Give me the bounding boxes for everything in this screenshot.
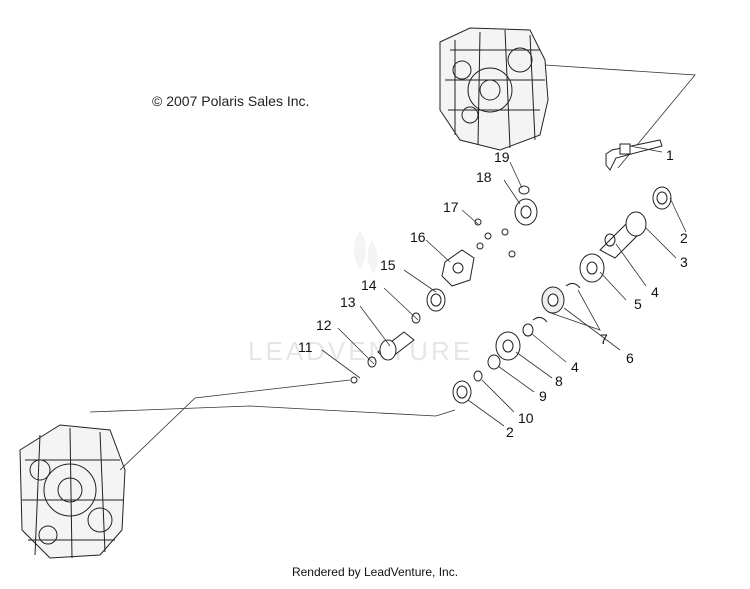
case-leader-lines xyxy=(89,64,696,471)
callout-4-lower: 4 xyxy=(571,359,579,375)
part-3-gear-shaft xyxy=(599,211,647,259)
callout-leaders xyxy=(321,161,687,427)
callout-2-lower: 2 xyxy=(506,424,514,440)
callout-18: 18 xyxy=(476,169,492,185)
part-9-washer xyxy=(487,354,501,370)
render-credit: Rendered by LeadVenture, Inc. xyxy=(291,565,459,579)
callout-16: 16 xyxy=(410,229,426,245)
callout-5: 5 xyxy=(634,296,642,312)
part-16-plate xyxy=(441,249,475,287)
part-19-ring xyxy=(518,185,530,195)
callout-4-upper: 4 xyxy=(651,284,659,300)
callout-13: 13 xyxy=(340,294,356,310)
part-10-ring xyxy=(473,370,483,382)
callout-2-upper: 2 xyxy=(680,230,688,246)
part-2-bearing-lower xyxy=(452,380,472,404)
callout-1: 1 xyxy=(666,147,674,163)
callout-6: 6 xyxy=(626,350,634,366)
callout-14: 14 xyxy=(361,277,377,293)
part-8-gear xyxy=(495,331,521,361)
part-11-pin xyxy=(350,376,358,384)
callout-19: 19 xyxy=(494,149,510,165)
copyright-notice: © 2007 Polaris Sales Inc. xyxy=(152,93,310,109)
callout-7: 7 xyxy=(600,331,608,347)
lower-transmission-case xyxy=(19,424,126,559)
watermark-text: LEADVENTURE xyxy=(248,336,473,366)
part-5-gear xyxy=(579,253,605,283)
part-13-shaft xyxy=(377,331,415,361)
callout-12: 12 xyxy=(316,317,332,333)
watermark-logo xyxy=(354,230,378,274)
callout-8: 8 xyxy=(555,373,563,389)
part-18-sprocket xyxy=(514,198,538,226)
callout-17: 17 xyxy=(443,199,459,215)
part-4-ring-upper xyxy=(604,233,616,247)
callout-9: 9 xyxy=(539,388,547,404)
part-2-bearing-upper xyxy=(652,186,672,210)
callout-11: 11 xyxy=(298,339,313,355)
callout-15: 15 xyxy=(380,257,396,273)
part-12-bearing xyxy=(367,356,377,368)
callout-10: 10 xyxy=(518,410,534,426)
part-14-seal xyxy=(411,312,421,324)
upper-transmission-case xyxy=(439,27,549,151)
part-17-bolts xyxy=(474,218,516,258)
part-15-bearing xyxy=(426,288,446,312)
callout-3: 3 xyxy=(680,254,688,270)
part-7-clip xyxy=(565,282,581,289)
part-1-shift-fork xyxy=(605,139,663,171)
part-7-clip-lower xyxy=(532,316,548,323)
part-4-ring-lower xyxy=(522,323,534,337)
part-6-gear xyxy=(541,286,565,314)
